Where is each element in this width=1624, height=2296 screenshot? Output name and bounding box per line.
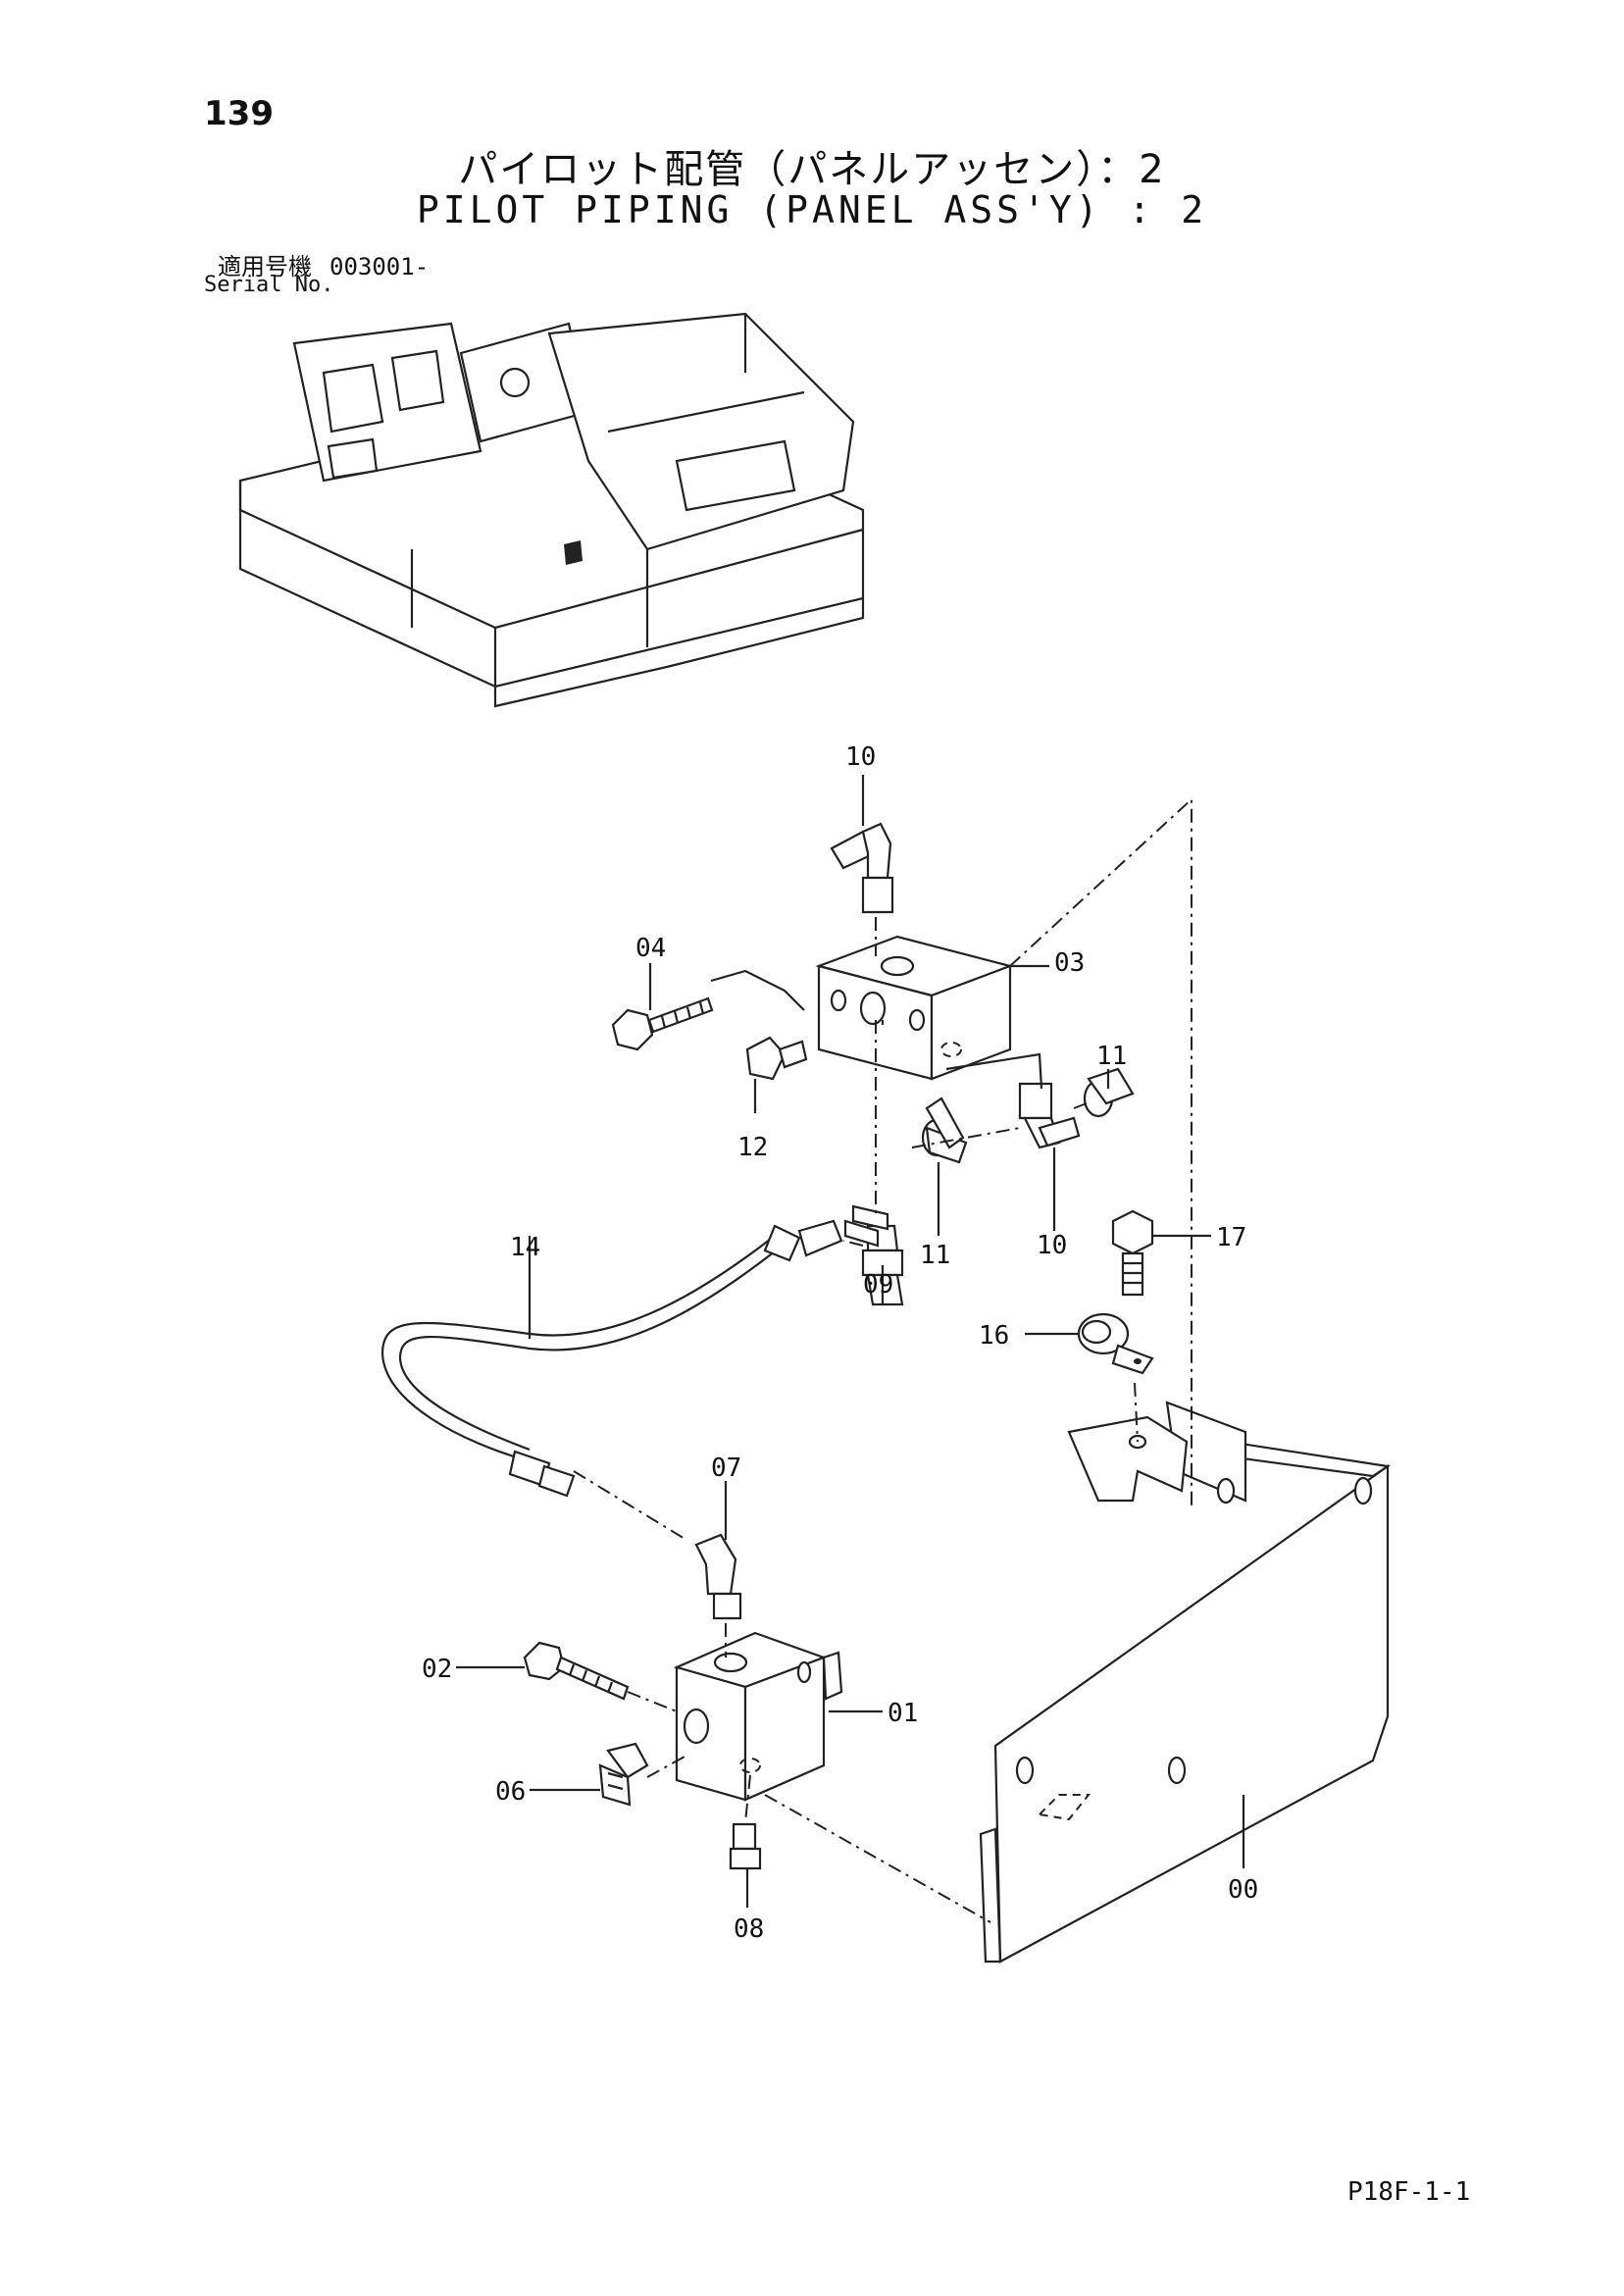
plug-08	[729, 1822, 762, 1870]
page-code: P18F-1-1	[1347, 2177, 1471, 2207]
valve-block-03	[815, 935, 1014, 1081]
serial-value: 003001-	[330, 253, 430, 281]
callout-14: 14	[510, 1233, 540, 1262]
bolt-02	[523, 1641, 630, 1701]
valve-block-01	[673, 1631, 843, 1802]
panel-plate-00	[979, 1401, 1391, 1964]
callout-17: 17	[1216, 1223, 1246, 1252]
callout-06: 06	[495, 1777, 526, 1807]
callout-11-right: 11	[1096, 1042, 1127, 1071]
callout-12: 12	[737, 1133, 768, 1162]
callout-00: 00	[1228, 1875, 1258, 1905]
clamp-16	[1077, 1312, 1154, 1375]
callout-16: 16	[979, 1321, 1009, 1351]
callout-02: 02	[422, 1655, 452, 1684]
callout-11-middle: 11	[920, 1241, 950, 1270]
assembly-lines	[573, 796, 1193, 1923]
tee-fitting-09	[843, 1204, 904, 1306]
elbow-fitting-07	[694, 1533, 742, 1620]
elbow-fitting-06	[598, 1742, 649, 1807]
callout-10-top: 10	[845, 742, 876, 772]
callout-07: 07	[711, 1454, 741, 1483]
callout-labels: 10 03 04 11 12 10 11 17 14 09 16 07 02 0…	[422, 742, 1258, 1944]
serial-label-english: Serial No.	[204, 273, 334, 297]
elbow-fitting-10-top	[830, 822, 894, 914]
nipple-fitting-12	[745, 1036, 808, 1081]
callout-08: 08	[734, 1914, 764, 1944]
elbow-fitting-11-middle	[921, 1097, 968, 1164]
hose-14	[381, 1219, 843, 1498]
serial-label-jp-text: 適用号機	[218, 253, 312, 281]
callout-10-right: 10	[1037, 1231, 1067, 1260]
elbow-fitting-11-right	[1083, 1067, 1135, 1118]
bolt-17	[1111, 1209, 1154, 1297]
leader-lines	[456, 775, 1245, 1908]
machine-overview-illustration	[238, 312, 865, 708]
elbow-fitting-10-right	[1018, 1082, 1081, 1149]
page-number: 139	[204, 94, 274, 133]
callout-04: 04	[635, 934, 666, 963]
serial-label-japanese: 適用号機 003001-	[218, 247, 429, 281]
callout-09: 09	[863, 1270, 893, 1300]
bolt-04	[611, 996, 714, 1051]
title-english: PILOT PIPING (PANEL ASS'Y) : 2	[416, 188, 1208, 231]
title-japanese: パイロット配管（パネルアッセン）：2	[458, 147, 1166, 192]
callout-03: 03	[1054, 948, 1085, 978]
callout-01: 01	[888, 1699, 918, 1728]
